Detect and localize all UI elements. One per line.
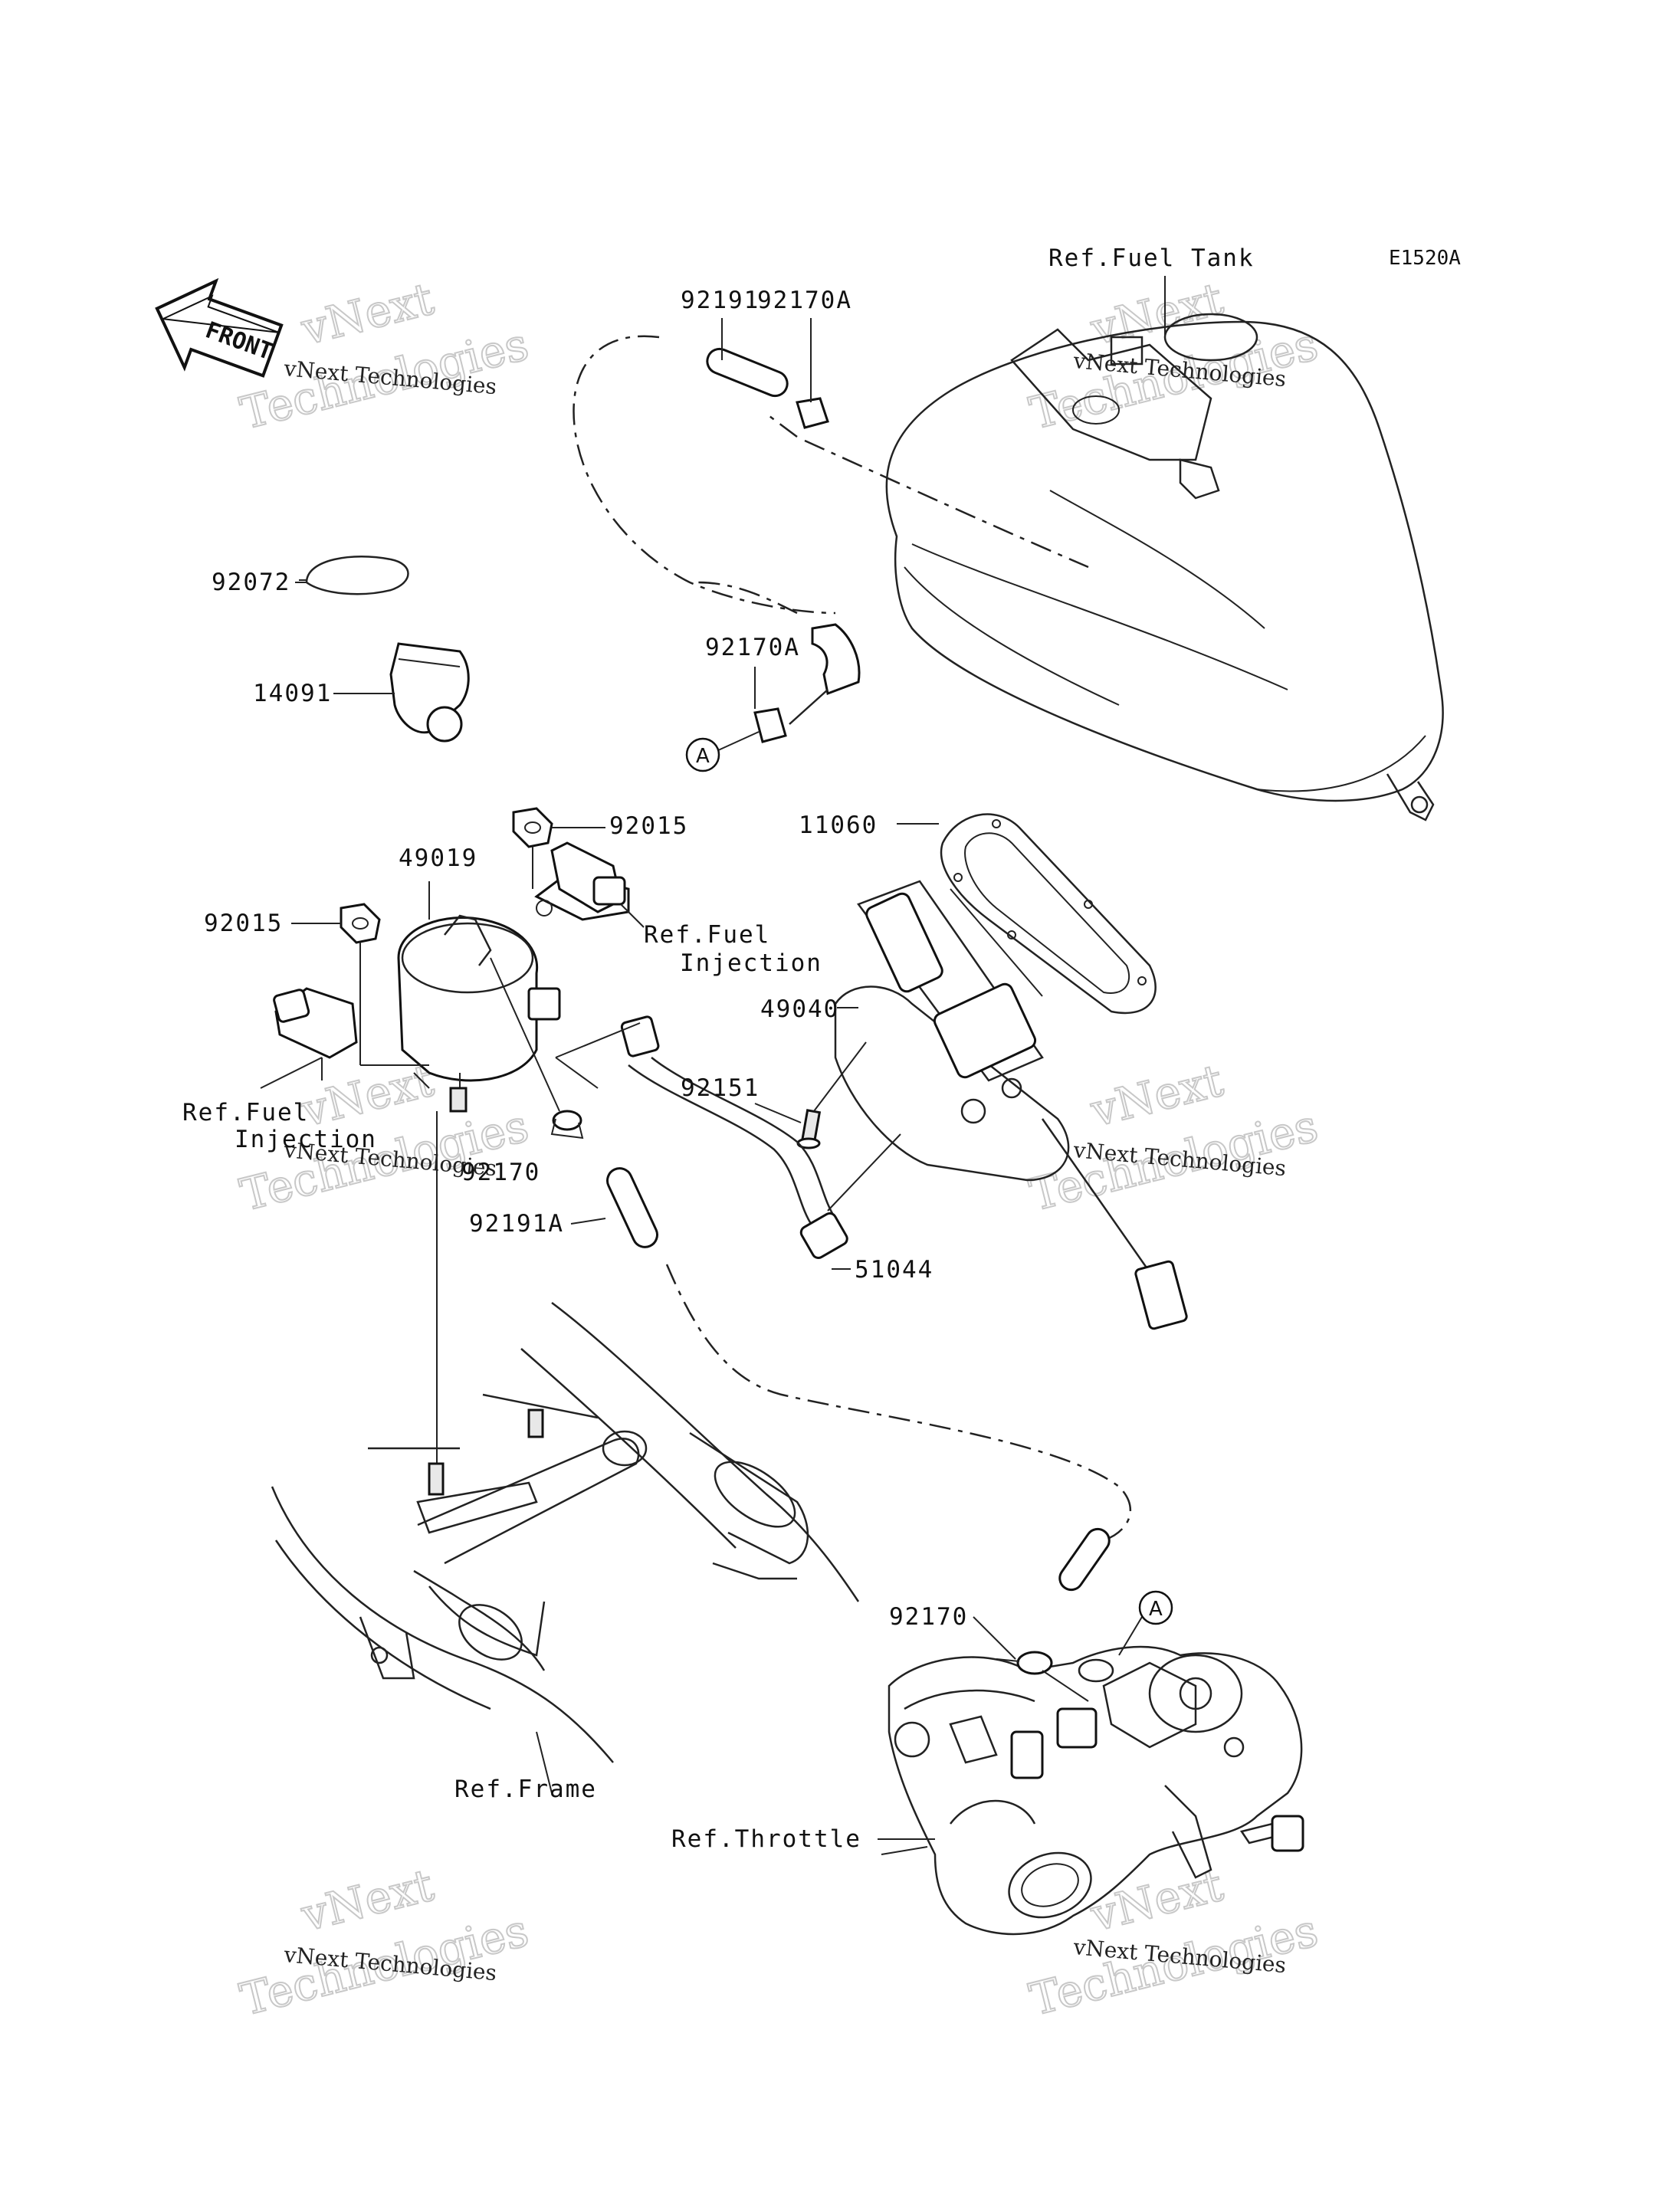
gasket-11060-drawing xyxy=(940,813,1157,1015)
callout-ref-fuel-injection-right-line2: Injection xyxy=(680,949,822,977)
watermark-bottom-right: vNext Technologies vNext Technologies xyxy=(1024,1858,1324,2027)
frame-drawing xyxy=(271,1302,860,1794)
callout-ref-fuel-injection-left-line2: Injection xyxy=(235,1126,377,1153)
sensor-left-drawing xyxy=(260,987,358,1089)
callout-49019: 49019 xyxy=(399,844,477,872)
callout-11060: 11060 xyxy=(799,812,878,839)
callout-92191a: 92191A xyxy=(469,1210,564,1238)
fuel-tank-drawing xyxy=(885,276,1444,821)
throttle-body-drawing xyxy=(881,1616,1304,1936)
connection-marker-a-label: A xyxy=(696,745,710,768)
callout-ref-throttle: Ref.Throttle xyxy=(671,1825,861,1853)
vent-hose-drawing xyxy=(573,335,1089,752)
fuel-pump-49040-drawing xyxy=(834,880,1188,1330)
connection-marker-a: A xyxy=(1138,1590,1173,1625)
canister-49019-drawing xyxy=(397,881,561,1113)
clamp-92170-mid-drawing xyxy=(550,1110,584,1139)
part-labels: Ref.Fuel Tank 92191 92170A 92072 14091 9… xyxy=(182,244,1255,1853)
callout-ref-frame: Ref.Frame xyxy=(454,1776,597,1803)
cap-14091-drawing xyxy=(389,642,470,743)
callout-92015-left: 92015 xyxy=(204,910,283,937)
watermark-top-left: vNext Technologies vNext Technologies xyxy=(235,272,534,441)
callout-ref-fuel-injection-left-line1: Ref.Fuel xyxy=(182,1099,309,1126)
callout-92170a-top: 92170A xyxy=(757,287,852,314)
callout-ref-fuel-injection-right-line1: Ref.Fuel xyxy=(644,921,770,949)
callout-92170-mid: 92170 xyxy=(461,1159,540,1186)
callout-92072: 92072 xyxy=(212,569,290,596)
callout-92015-right: 92015 xyxy=(609,812,688,840)
callout-92151: 92151 xyxy=(681,1074,760,1102)
callout-51044: 51044 xyxy=(855,1256,934,1284)
connection-marker-a: A xyxy=(685,737,720,772)
callout-ref-fuel-tank: Ref.Fuel Tank xyxy=(1048,244,1255,272)
connection-marker-a-label: A xyxy=(1149,1598,1163,1621)
sensor-right-drawing xyxy=(534,841,645,928)
callout-92191: 92191 xyxy=(681,287,760,314)
leader-lines xyxy=(295,318,1016,1840)
callout-92170-bottom: 92170 xyxy=(889,1603,968,1631)
nut-92015-right-drawing xyxy=(512,807,605,889)
band-92072-drawing xyxy=(299,556,409,595)
callout-92170a-mid: 92170A xyxy=(705,634,800,661)
watermark-top-right: vNext Technologies vNext Technologies xyxy=(1024,272,1324,441)
front-arrow-icon: FRONT xyxy=(155,277,284,378)
watermark-bottom-left: vNext Technologies vNext Technologies xyxy=(235,1858,534,2027)
callout-14091: 14091 xyxy=(253,680,332,707)
hose-92191a-drawing xyxy=(606,1167,1132,1592)
watermark-mid-right: vNext Technologies vNext Technologies xyxy=(1024,1054,1324,1222)
callout-49040: 49040 xyxy=(760,995,839,1023)
nut-92015-left-drawing xyxy=(291,903,429,1066)
diagram-code: E1520A xyxy=(1389,247,1461,270)
fuel-hose-51044-drawing xyxy=(555,1015,901,1259)
screw-92151-drawing xyxy=(796,1041,867,1149)
